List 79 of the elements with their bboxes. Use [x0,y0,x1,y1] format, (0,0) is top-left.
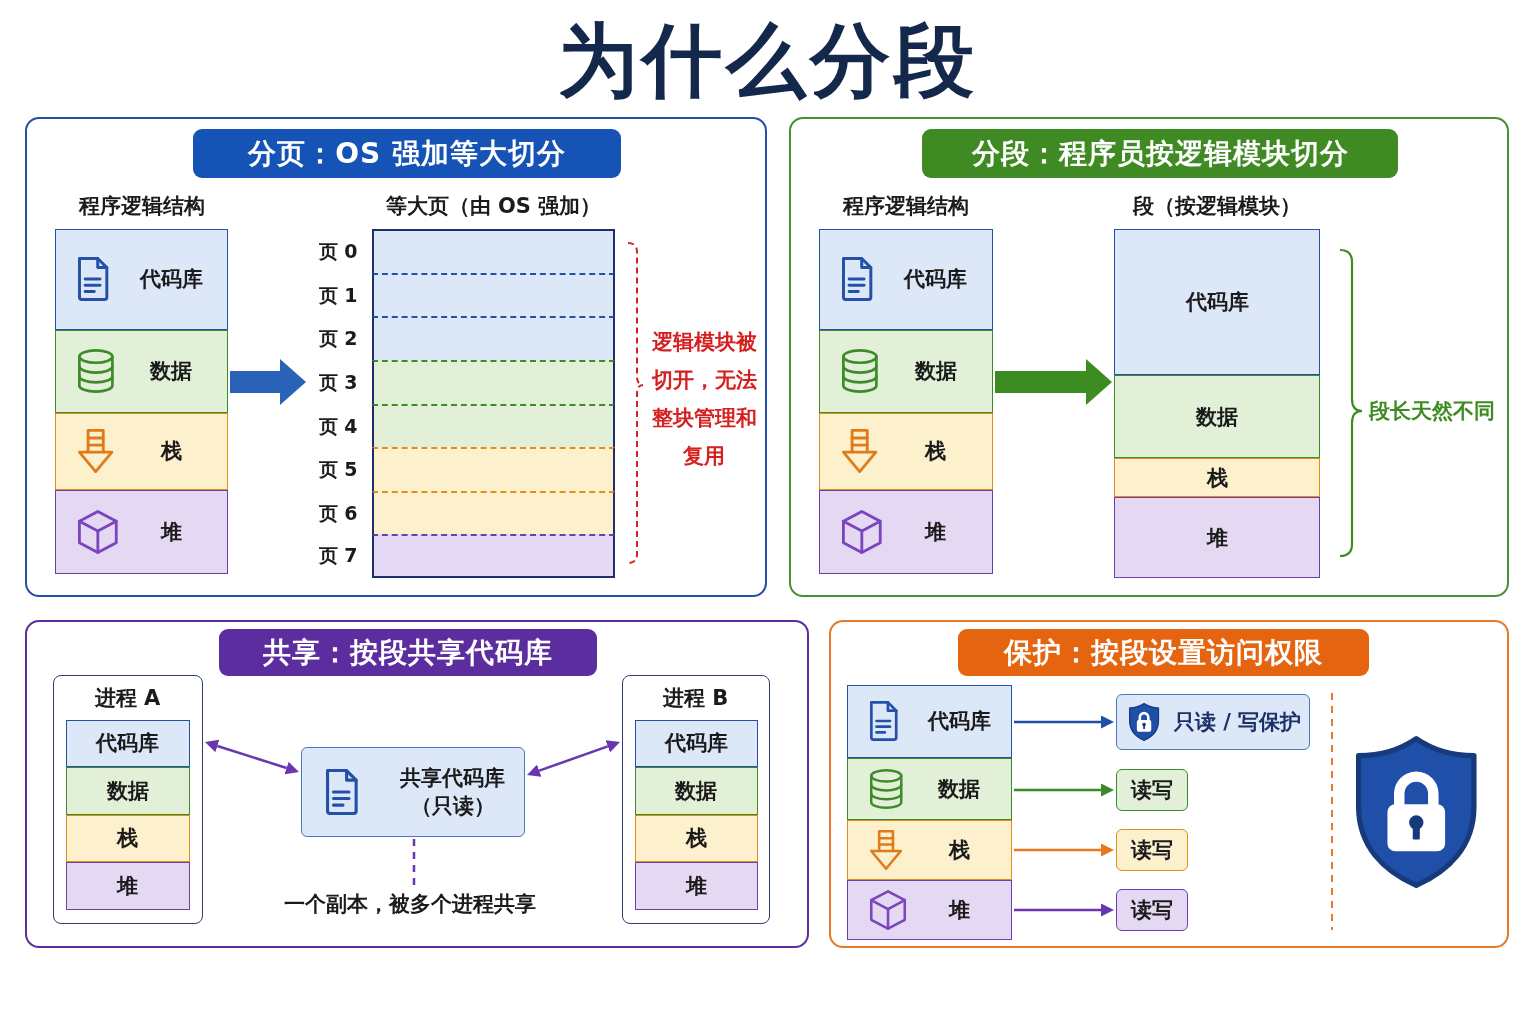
label-text: 数据 [150,358,192,385]
memory-block: 代码库 [1114,229,1320,375]
page-label: 页 2 [318,326,358,351]
permission-box: 读写 [1116,769,1188,811]
column-heading: 等大页（由 OS 强加） [385,193,602,220]
process-label: 进程 A [94,685,161,712]
memory-block: 堆 [65,861,190,910]
block-arrow [230,359,306,405]
label-text: 数据 [914,358,957,385]
heading-banner: 保护：按段设置访问权限 [958,629,1369,676]
page-label: 页 5 [318,457,358,482]
memory-block [55,229,228,330]
label-text: 堆 [160,518,182,546]
heading-banner: 分页：OS 强加等大切分 [193,129,621,178]
process-box [622,675,770,924]
label-text: 堆 [925,518,946,546]
panel [25,620,809,948]
process-box [53,675,203,924]
label-text: 只读 / 写保护 [1173,708,1302,736]
memory-block: 数据 [65,766,190,815]
page-label: 页 3 [318,370,358,395]
column-heading: 程序逻辑结构 [843,193,969,220]
memory-block [819,229,993,330]
arrow [205,739,299,775]
annotation: 段长天然不同 [1369,398,1495,425]
memory-block [819,490,993,574]
column-heading: 段（按逻辑模块） [1133,193,1301,220]
label-text: 栈 [160,438,182,465]
memory-block: 代码库 [634,719,758,767]
heading-banner: 分段：程序员按逻辑模块切分 [922,129,1398,178]
memory-block: 堆 [634,861,758,910]
label-text: 栈 [925,438,946,465]
memory-block: 堆 [1114,497,1320,578]
arrow [1014,783,1114,797]
note: 一个副本，被多个进程共享 [282,890,538,918]
memory-block: 栈 [65,814,190,862]
memory-block: 数据 [634,766,758,815]
label-text: 代码库 [904,266,967,293]
memory-block [847,820,1012,880]
permission-box: 读写 [1116,889,1188,931]
shared-code-box [301,747,525,837]
column-heading: 程序逻辑结构 [78,193,205,220]
leader-line [412,839,416,888]
panel [25,117,767,597]
memory-block [55,490,228,574]
memory-block [847,685,1012,758]
label-text: 共享代码库（只读） [399,764,506,820]
memory-block [847,758,1012,820]
label-text: 代码库 [139,266,203,293]
page-label: 页 6 [318,500,358,526]
panel [789,117,1509,597]
memory-block [55,413,228,490]
label-text: 代码库 [927,708,991,735]
memory-block: 栈 [634,814,758,862]
page-label: 页 7 [318,543,358,568]
memory-block [819,330,993,413]
process-label: 进程 B [662,685,729,712]
arrow [1014,715,1114,729]
page-label: 页 0 [318,239,358,264]
annotation: 逻辑模块被切开，无法整块管理和复用 [650,329,758,470]
label-text: 数据 [938,775,980,803]
memory-block [819,413,993,490]
page-label: 页 4 [318,413,358,439]
arrow [1014,903,1114,917]
permission-box: 读写 [1116,829,1188,871]
memory-block [847,880,1012,940]
memory-block: 数据 [1114,375,1320,458]
memory-block: 代码库 [65,719,190,767]
label-text: 栈 [948,836,970,864]
arrow [1014,843,1114,857]
permission-box [1116,694,1310,750]
memory-block [55,330,228,413]
heading-banner: 共享：按段共享代码库 [219,629,597,676]
memory-block: 栈 [1114,458,1320,497]
arrow [527,740,620,777]
label-text: 堆 [948,896,970,924]
block-arrow [995,359,1112,405]
page-label: 页 1 [318,282,358,308]
title: 为什么分段 [558,13,978,109]
